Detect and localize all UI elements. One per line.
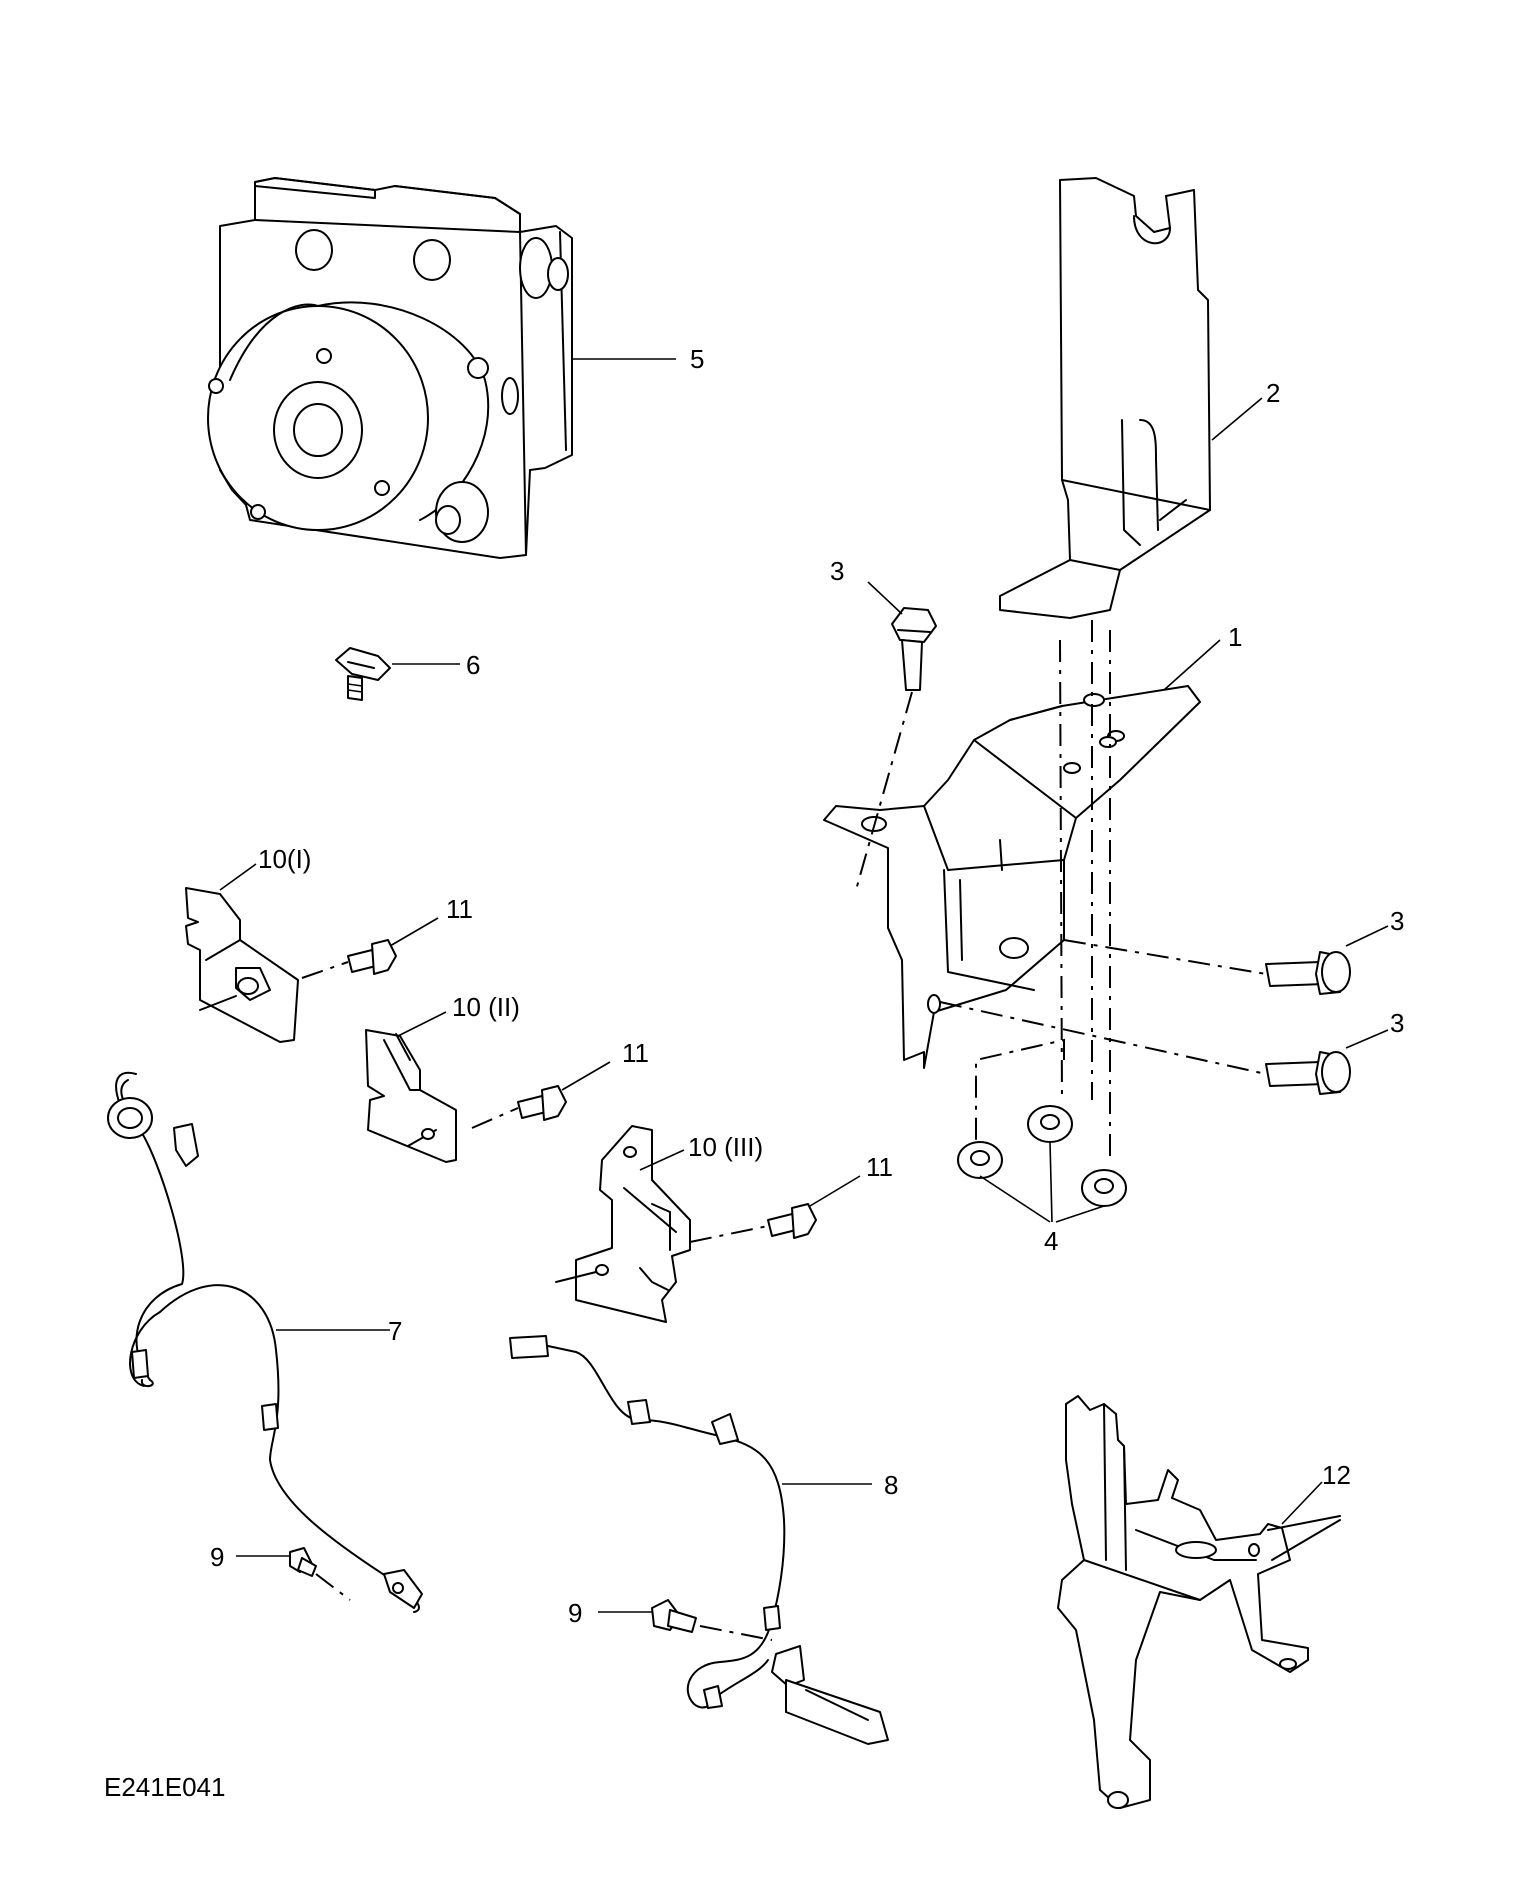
- screw-9-b: [651, 1599, 773, 1641]
- bolt-3-middle: [1265, 951, 1351, 995]
- callout-3-middle: 3: [1390, 906, 1404, 936]
- bolt-3-top: [891, 607, 937, 691]
- assembly-lines: [855, 620, 1267, 1160]
- lower-bracket-12: [1057, 1395, 1341, 1809]
- sensor-harness-8: [509, 1335, 889, 1745]
- screw-9-a: [289, 1547, 351, 1601]
- callout-11-c: 11: [866, 1152, 893, 1182]
- callout-6: 6: [466, 650, 480, 680]
- callout-1: 1: [1228, 622, 1242, 652]
- callout-10-i: 10(I): [258, 844, 311, 874]
- callout-12: 12: [1322, 1460, 1351, 1490]
- callout-11-a: 11: [446, 894, 473, 924]
- screw-11-b: [471, 1085, 567, 1129]
- callout-10-ii: 10 (II): [452, 992, 520, 1022]
- callout-labels: 1 2 3 3 3 4 5 6 7 8 9 9 10(I) 10 (II) 10…: [210, 344, 1404, 1628]
- abs-modulator-unit: [207, 177, 573, 559]
- bracket-10-iii: [555, 1125, 691, 1323]
- callout-11-b: 11: [622, 1038, 649, 1068]
- bolt-3-lower: [1265, 1051, 1351, 1095]
- bracket-10-i: [185, 887, 299, 1043]
- sensor-harness-7: [107, 1071, 423, 1613]
- callout-5: 5: [690, 344, 704, 374]
- bracket-10-ii: [365, 1029, 457, 1163]
- callout-9-right: 9: [568, 1598, 582, 1628]
- callout-2: 2: [1266, 378, 1280, 408]
- callout-8: 8: [884, 1470, 898, 1500]
- callout-9-left: 9: [210, 1542, 224, 1572]
- figure-id: E241E041: [104, 1772, 225, 1802]
- main-bracket-1: [823, 685, 1201, 1069]
- screw-11-a: [301, 939, 397, 979]
- callout-leaders: [219, 358, 1389, 1613]
- callout-3-top: 3: [830, 556, 844, 586]
- callout-10-iii: 10 (III): [688, 1132, 763, 1162]
- callout-4: 4: [1044, 1226, 1058, 1256]
- callout-7: 7: [388, 1316, 402, 1346]
- upper-bracket-2: [999, 177, 1211, 619]
- screw-11-c: [689, 1203, 817, 1243]
- callout-3-lower: 3: [1390, 1008, 1404, 1038]
- nuts-4: [957, 1105, 1127, 1207]
- bolt-clip-6: [335, 647, 391, 701]
